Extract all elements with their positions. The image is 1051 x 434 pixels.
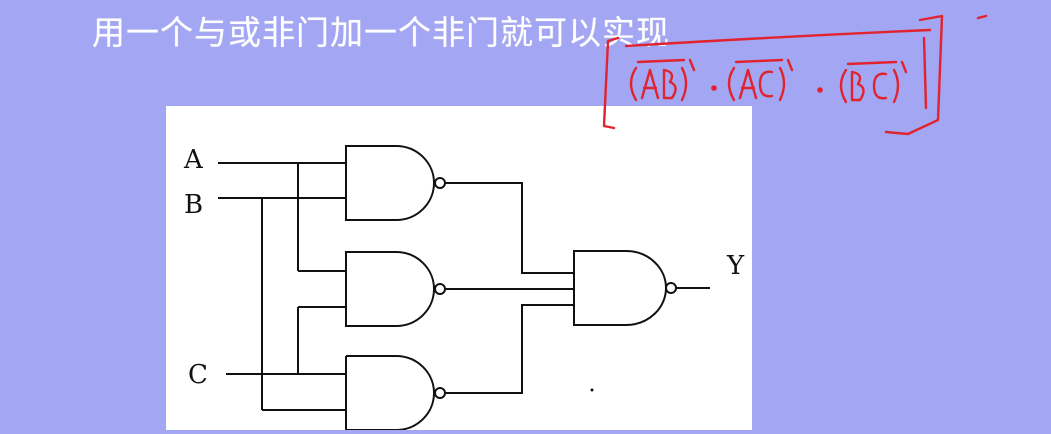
label-y: Y	[726, 251, 745, 281]
label-c: C	[188, 360, 208, 390]
nand-gate-3	[346, 355, 435, 431]
nand-gate-output	[573, 250, 667, 326]
label-b: B	[184, 190, 203, 220]
circuit-panel: A B C Y	[166, 106, 752, 431]
nand-gate-output-bubble	[665, 282, 677, 294]
nand-gate-3-bubble	[434, 387, 446, 399]
label-a: A	[183, 145, 204, 175]
nand-gate-1-bubble	[434, 177, 446, 189]
slide-title: 用一个与或非门加一个非门就可以实现	[92, 13, 670, 52]
nand-gate-1	[345, 145, 435, 221]
wire-g1-out	[445, 182, 574, 274]
handwritten-expression	[602, 14, 988, 136]
nand-gate-2-bubble	[434, 283, 446, 295]
circuit-diagram: A B C Y	[183, 145, 745, 431]
wire-g3-out	[445, 304, 574, 394]
nand-gate-2	[345, 251, 435, 327]
